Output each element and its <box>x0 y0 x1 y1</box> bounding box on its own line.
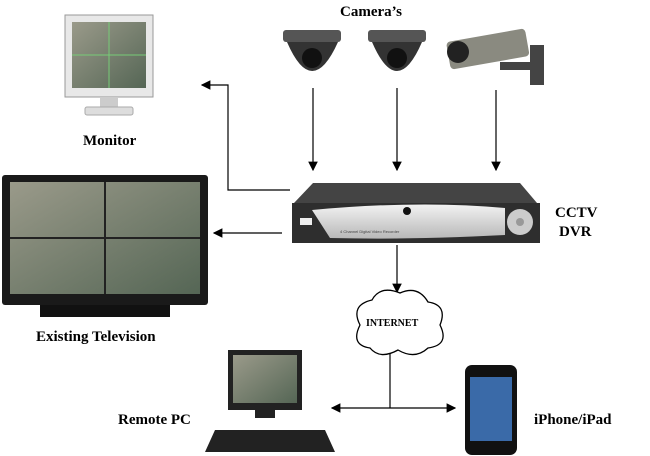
television-label: Existing Television <box>36 329 156 345</box>
internet-label: INTERNET <box>366 318 419 329</box>
dvr-label-line1: CCTV <box>555 205 598 221</box>
remote-pc-label: Remote PC <box>118 412 191 428</box>
iphone-image <box>465 365 517 455</box>
connectors <box>200 80 501 413</box>
internet-cloud <box>356 289 444 356</box>
dome-camera-2 <box>368 30 426 71</box>
dvr-model-text: 4 Channel Digital Video Recorder <box>340 229 400 234</box>
iphone-label: iPhone/iPad <box>534 412 612 428</box>
monitor-label: Monitor <box>83 133 137 149</box>
monitor-image <box>64 14 154 116</box>
remote-pc-image <box>205 350 335 452</box>
dome-camera-1 <box>283 30 341 71</box>
dvr-label-line2: DVR <box>559 224 592 240</box>
dvr-to-monitor-arrow <box>200 80 290 191</box>
television-image <box>2 175 208 317</box>
bullet-camera <box>446 28 544 85</box>
cameras-label: Camera’s <box>340 4 402 20</box>
dvr-image <box>292 183 540 243</box>
